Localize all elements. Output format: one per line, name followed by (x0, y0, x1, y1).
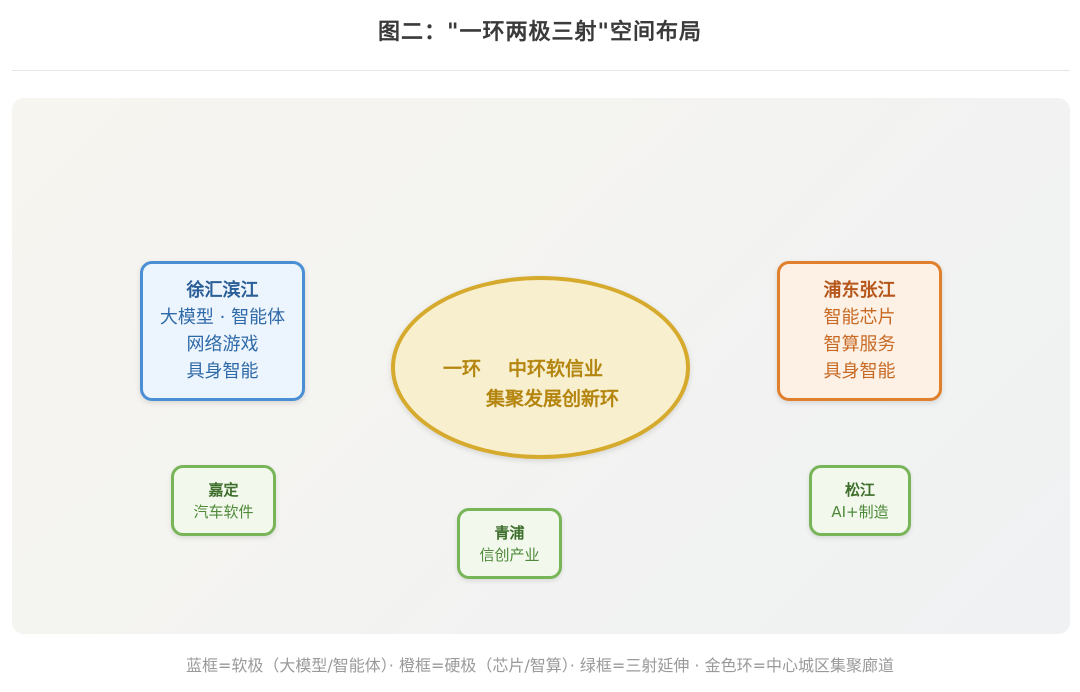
extension-qingpu-title: 青浦 (494, 523, 525, 542)
extension-qingpu-desc: 信创产业 (479, 545, 540, 564)
extension-qingpu: 青浦 信创产业 (457, 508, 562, 579)
pole-pudong-item-3: 具身智能 (823, 361, 896, 382)
ring-text-line1: 中环软信业 (508, 358, 604, 380)
pole-xuhui-binjiang: 徐汇滨江 大模型 · 智能体 网络游戏 具身智能 (140, 261, 305, 401)
extension-songjiang-desc: AI+制造 (831, 502, 889, 521)
central-ring (391, 276, 690, 459)
pole-xuhui-item-2: 网络游戏 (186, 334, 259, 355)
extension-jiading-title: 嘉定 (208, 480, 239, 499)
legend-caption: 蓝框=软极（大模型/智能体）· 橙框=硬极（芯片/智算）· 绿框=三射延伸 · … (185, 656, 894, 675)
pole-pudong-item-1: 智能芯片 (823, 307, 896, 328)
pole-xuhui-item-3: 具身智能 (186, 361, 259, 382)
pole-pudong-item-2: 智算服务 (823, 334, 896, 355)
extension-jiading: 嘉定 汽车软件 (171, 465, 276, 536)
pole-xuhui-title: 徐汇滨江 (186, 280, 259, 301)
ring-text-line2: 集聚发展创新环 (486, 388, 620, 410)
extension-songjiang-title: 松江 (844, 480, 875, 499)
ring-label: 一环 (443, 358, 482, 380)
figure-title: 图二："一环两极三射"空间布局 (378, 20, 702, 45)
extension-songjiang: 松江 AI+制造 (809, 465, 911, 536)
pole-xuhui-item-1: 大模型 · 智能体 (159, 307, 286, 328)
pole-pudong-zhangjiang: 浦东张江 智能芯片 智算服务 具身智能 (777, 261, 942, 401)
pole-pudong-title: 浦东张江 (823, 280, 896, 301)
extension-jiading-desc: 汽车软件 (193, 502, 254, 521)
title-divider (12, 70, 1070, 71)
